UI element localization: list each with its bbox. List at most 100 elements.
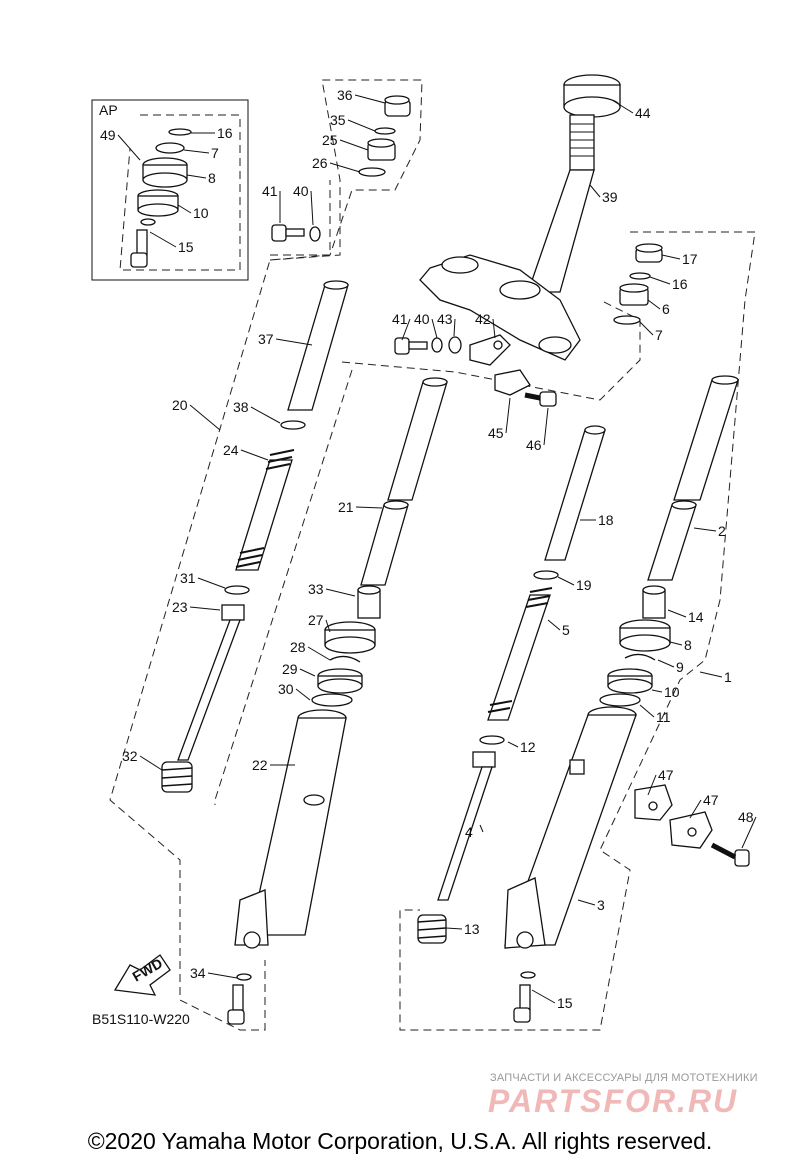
callout-34: 34 [190, 965, 206, 981]
clamp-45 [494, 369, 531, 396]
oring-16 [629, 272, 651, 280]
leader-27 [325, 619, 331, 633]
callout-14: 14 [688, 609, 704, 625]
callout-36: 36 [337, 87, 353, 103]
callout-7: 7 [211, 145, 219, 161]
left-fork-outline [109, 79, 423, 1031]
ap-label: AP [99, 102, 118, 118]
washer-43 [448, 336, 462, 354]
clip-9 [624, 653, 656, 661]
callout-29: 29 [282, 661, 298, 677]
bolt-46 [524, 391, 557, 407]
clip-28 [329, 655, 361, 663]
washer-38 [280, 420, 306, 430]
leader-40 [310, 190, 314, 226]
leader-10 [651, 689, 663, 693]
fork-tube-37 [287, 280, 349, 411]
callout-3: 3 [597, 897, 605, 913]
washer-11 [599, 693, 641, 707]
leader-31 [197, 577, 226, 589]
callout-2: 2 [718, 523, 726, 539]
leader-37 [275, 338, 313, 346]
callout-35: 35 [330, 112, 346, 128]
leader-17 [661, 254, 681, 260]
washer-15-right [520, 971, 536, 979]
leader-11 [639, 704, 655, 718]
callout-41: 41 [262, 183, 278, 199]
inner-tube-left [387, 377, 448, 501]
leader-15 [149, 231, 177, 248]
ap-oring-7 [155, 142, 185, 154]
leader-21 [355, 506, 383, 509]
leader-44 [611, 99, 634, 114]
callout-18: 18 [598, 512, 614, 528]
bolt-41-lower [394, 337, 428, 355]
adjuster-6 [619, 283, 649, 306]
clamp-47-a [634, 784, 673, 821]
callout-17: 17 [682, 251, 698, 267]
callout-23: 23 [172, 599, 188, 615]
leader-41 [401, 318, 411, 341]
fwd-arrow-icon: FWD [113, 954, 171, 996]
callout-40: 40 [414, 311, 430, 327]
callout-31: 31 [180, 570, 196, 586]
callout-24: 24 [223, 442, 239, 458]
ap-bolt-15 [130, 229, 148, 268]
leader-7 [639, 321, 654, 336]
ap-oil-seal-10 [137, 189, 179, 217]
collar-14 [642, 585, 666, 619]
bolt-48 [710, 842, 750, 867]
collar-33 [357, 585, 381, 619]
leader-47 [689, 799, 702, 819]
cap-bolt-17 [635, 243, 663, 263]
washer-31 [224, 585, 250, 595]
washer-40-upper [309, 226, 321, 242]
callout-43: 43 [437, 311, 453, 327]
bracket-42 [469, 334, 511, 366]
callout-33: 33 [308, 581, 324, 597]
leader-10 [177, 204, 192, 214]
callout-10: 10 [193, 205, 209, 221]
leader-34 [207, 972, 238, 979]
leader-26 [329, 162, 361, 173]
leader-12 [507, 741, 519, 748]
leader-16 [649, 276, 671, 285]
oring-7 [613, 315, 641, 325]
callout-6: 6 [662, 301, 670, 317]
leader-14 [667, 609, 687, 618]
leader-36 [354, 94, 386, 104]
leader-47 [647, 774, 657, 796]
inner-tube-right [673, 375, 739, 501]
leader-28 [307, 646, 331, 661]
leader-4 [479, 824, 484, 833]
callout-leaders [117, 94, 757, 1004]
leader-8 [186, 174, 207, 179]
callout-8: 8 [684, 637, 692, 653]
leader-25 [339, 139, 369, 151]
oring-26 [358, 167, 386, 177]
leader-45 [505, 397, 511, 434]
callout-15: 15 [557, 995, 573, 1011]
callout-10: 10 [664, 684, 680, 700]
bolt-15-left [227, 984, 245, 1025]
ap-oring-16 [168, 128, 192, 136]
bolt-15-right [513, 984, 531, 1023]
callout-42: 42 [475, 311, 491, 327]
callout-45: 45 [488, 425, 504, 441]
steering-stem [527, 74, 621, 293]
callout-8: 8 [208, 170, 216, 186]
leader-35 [347, 119, 376, 132]
watermark-logo: PARTSFOR.RU [488, 1083, 739, 1119]
diagram-code: B51S110-W220 [92, 1011, 190, 1027]
slide-21 [360, 500, 409, 586]
callout-7: 7 [655, 327, 663, 343]
slide-2 [647, 500, 697, 581]
leader-39 [589, 184, 601, 198]
leader-15 [531, 989, 556, 1004]
callout-20: 20 [172, 397, 188, 413]
damper-rod-23 [177, 604, 245, 761]
leader-43 [453, 318, 456, 337]
right-fork-outline [399, 231, 756, 1031]
leader-20 [189, 404, 221, 431]
